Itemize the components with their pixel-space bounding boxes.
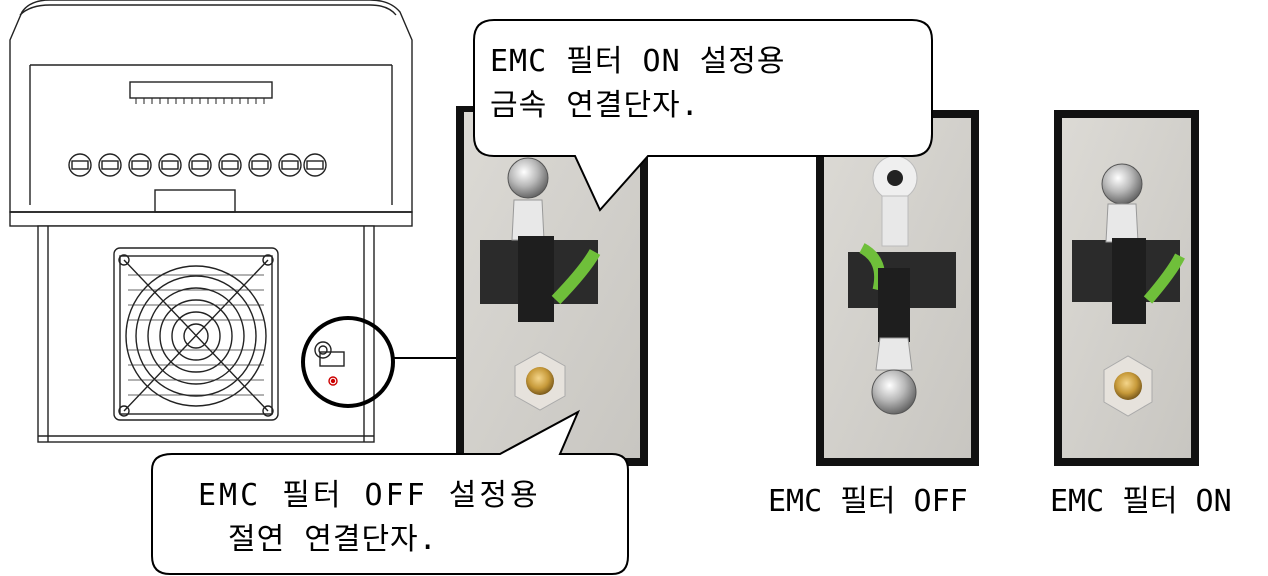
highlight-circle-icon — [301, 316, 395, 408]
callout-off-line1: EMC 필터 OFF 설정용 — [198, 478, 541, 513]
inverter-device — [9, 0, 413, 443]
caption-filter-on: EMC 필터 ON — [1050, 484, 1232, 519]
callout-on-line1: EMC 필터 ON 설정용 — [490, 44, 786, 79]
callout-bubble-on — [473, 19, 933, 212]
screw-terminal-icon — [314, 341, 345, 386]
fan-icon — [113, 247, 279, 421]
caption-filter-off: EMC 필터 OFF — [768, 484, 968, 519]
photo-filter-off — [816, 110, 979, 466]
photo-filter-on — [1054, 110, 1199, 466]
terminal-row — [68, 153, 327, 177]
callout-on-line2: 금속 연결단자. — [490, 88, 700, 123]
callout-off-line2: 절연 연결단자. — [228, 522, 438, 557]
callout-off-text: EMC 필터 OFF 설정용 절연 연결단자. — [198, 474, 618, 562]
callout-bubble-off — [151, 409, 629, 575]
callout-on-text: EMC 필터 ON 설정용 금속 연결단자. — [490, 40, 920, 128]
